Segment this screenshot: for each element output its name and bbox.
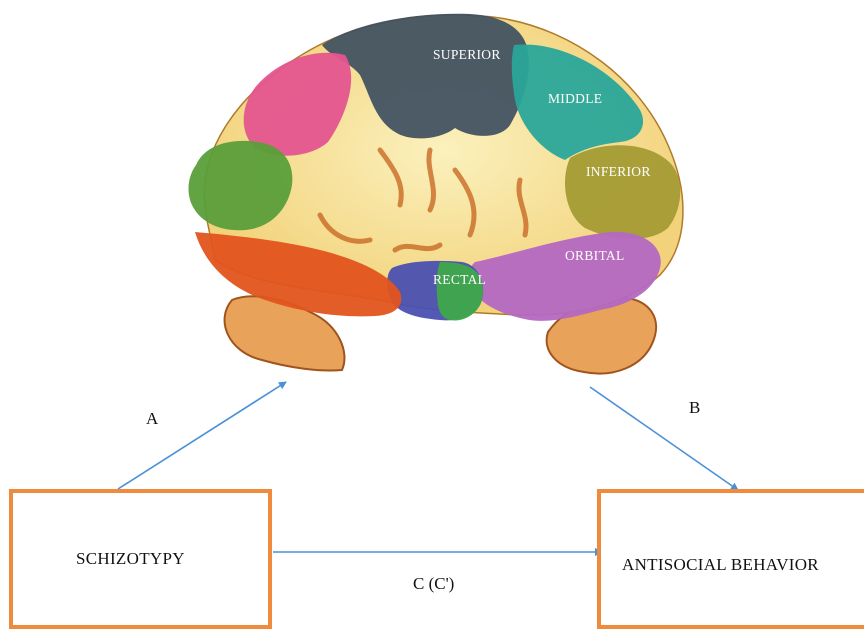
region-label-superior: SUPERIOR xyxy=(433,47,501,62)
path-a-label: A xyxy=(146,409,158,429)
path-b-arrow xyxy=(590,387,738,490)
antisocial-behavior-label: ANTISOCIAL BEHAVIOR xyxy=(622,555,819,575)
region-label-orbital: ORBITAL xyxy=(565,248,625,263)
path-b-label: B xyxy=(689,398,700,418)
brain-coronal-illustration: SUPERIOR MIDDLE INFERIOR ORBITAL RECTAL xyxy=(189,14,683,374)
schizotypy-label: SCHIZOTYPY xyxy=(76,549,185,569)
region-label-inferior: INFERIOR xyxy=(586,164,651,179)
region-label-rectal: RECTAL xyxy=(433,272,486,287)
region-label-middle: MIDDLE xyxy=(548,91,602,106)
path-a-arrow xyxy=(118,382,286,489)
region-inferior xyxy=(565,145,680,239)
path-c-label: C (C') xyxy=(413,574,454,594)
